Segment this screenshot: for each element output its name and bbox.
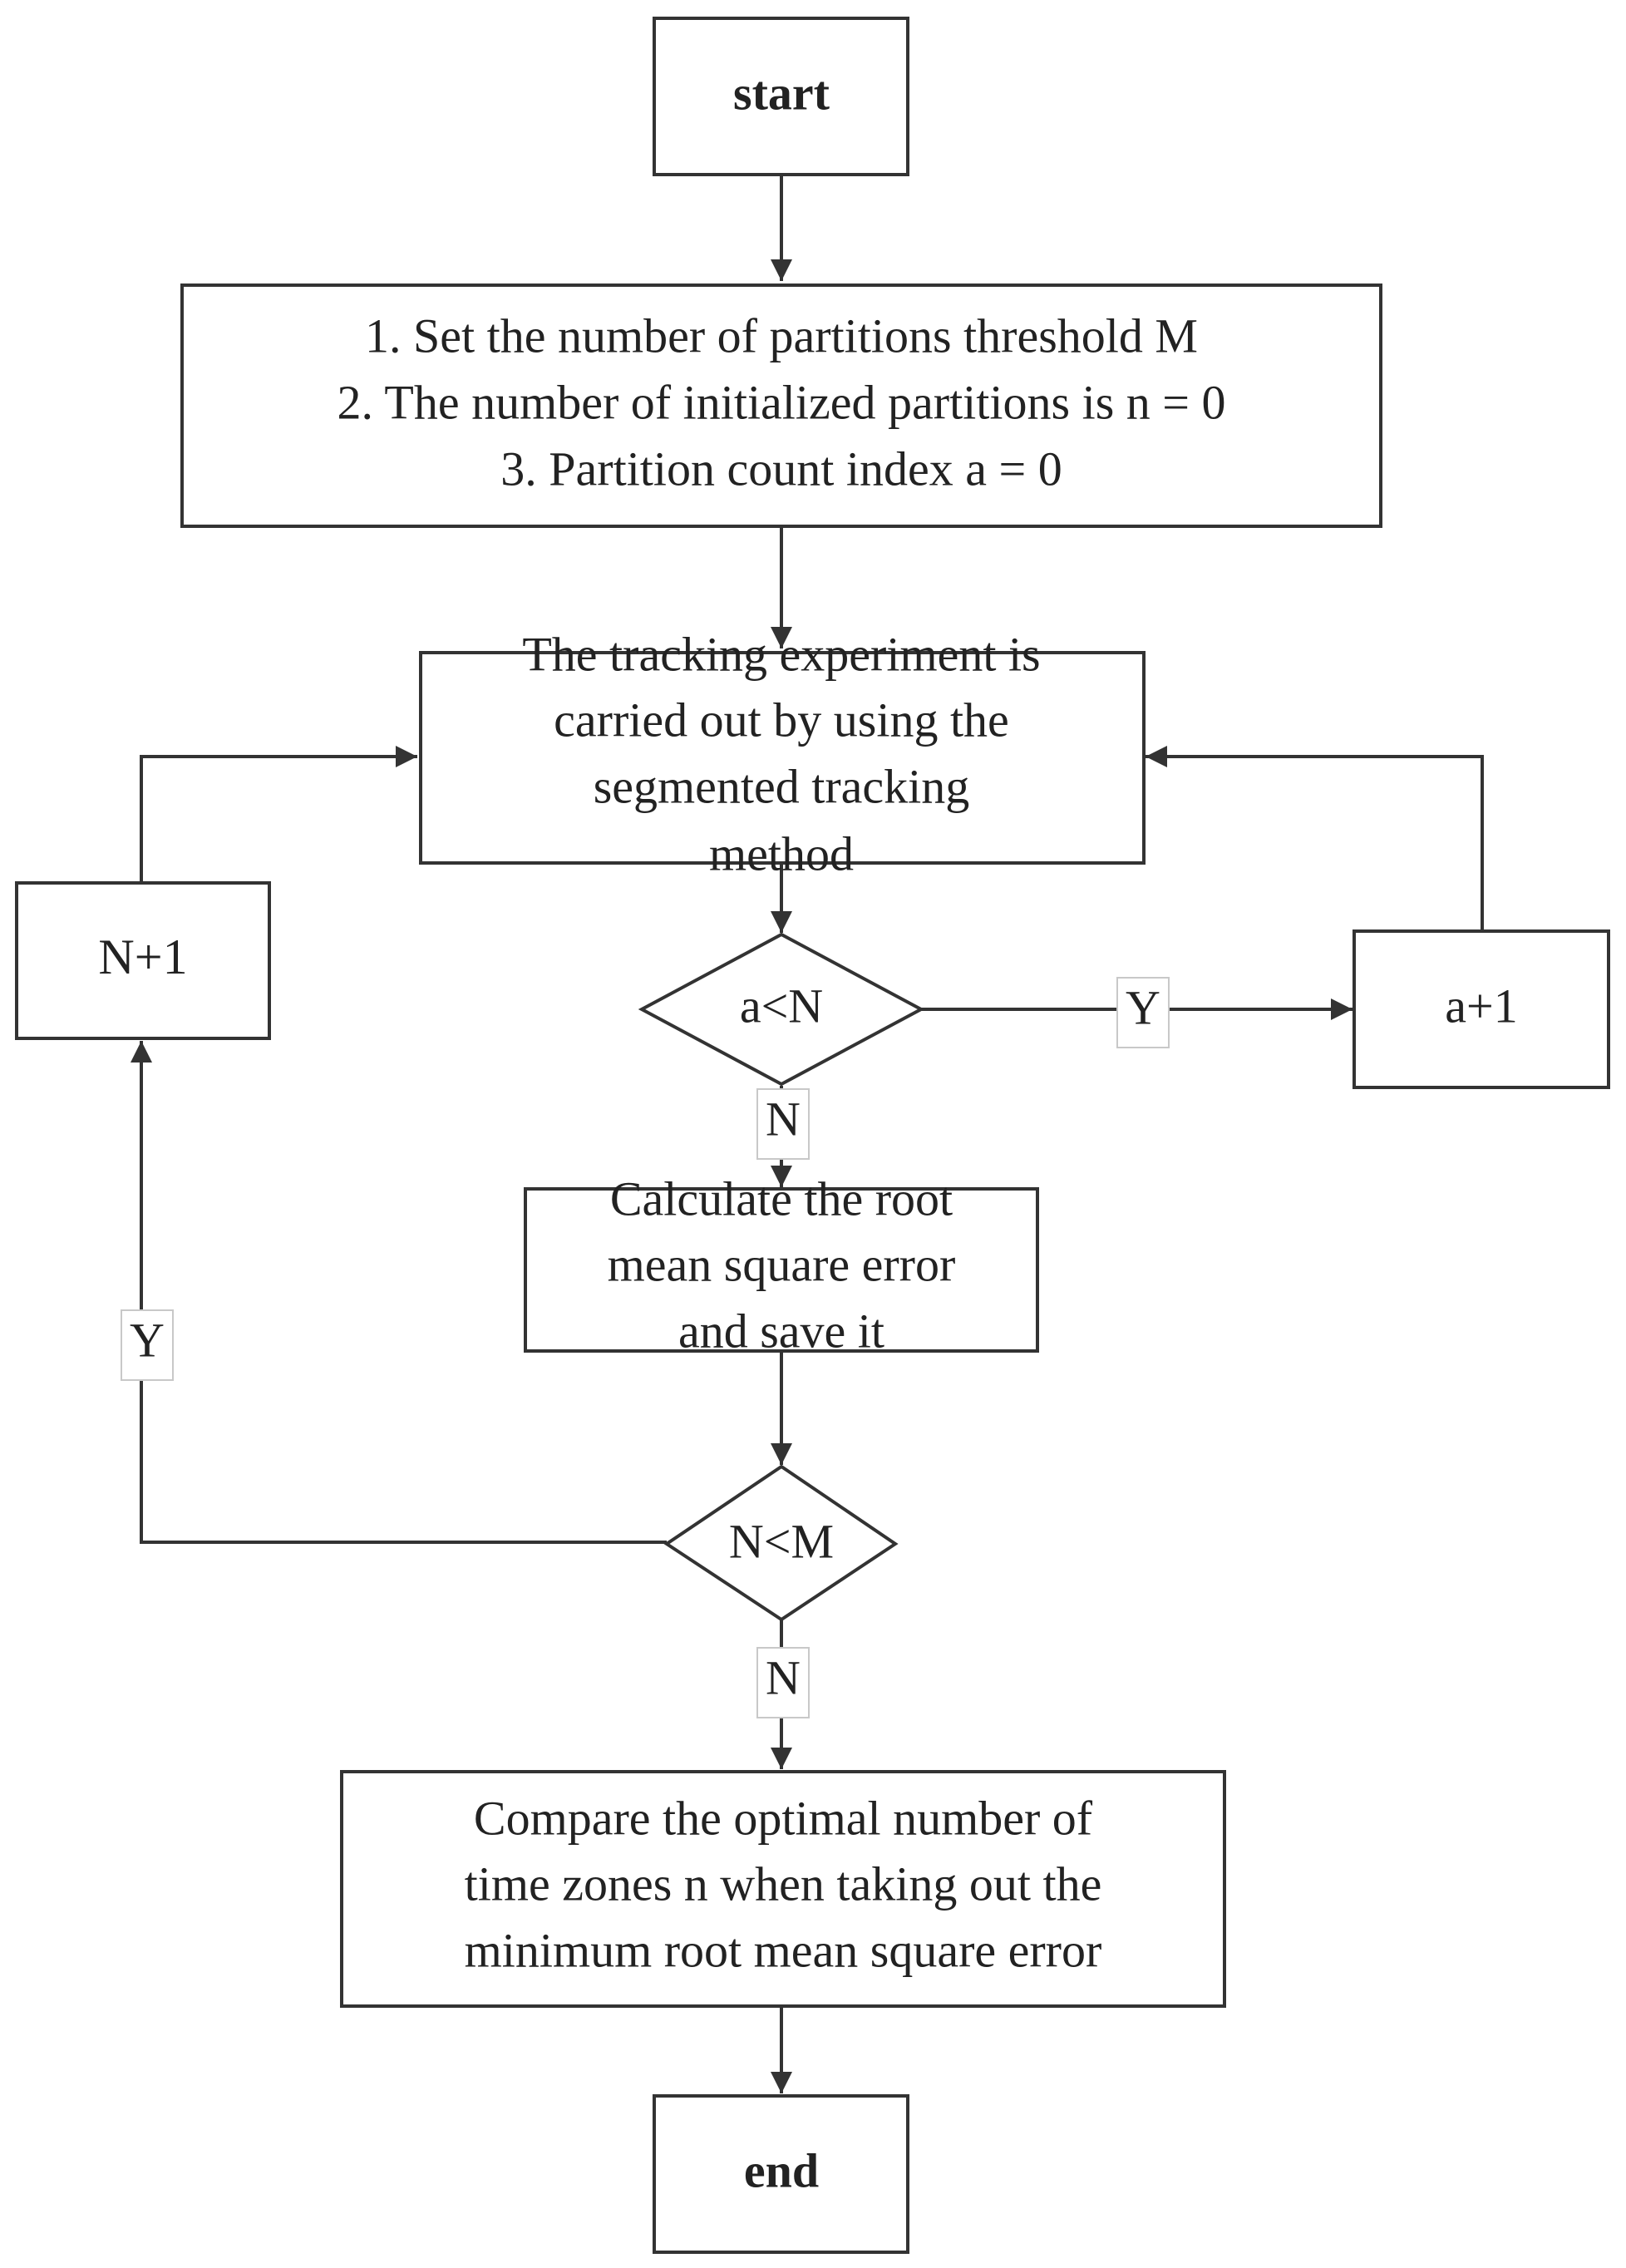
compare-node: Compare the optimal number of time zones… [340, 1770, 1226, 2008]
n-plus-1-label: N+1 [98, 929, 187, 984]
init-line-2: 2. The number of initialized partitions … [337, 375, 1225, 429]
edge-label-a-no: N [756, 1088, 810, 1160]
rmse-line-1: Calculate the root [610, 1171, 953, 1225]
start-node: start [653, 17, 909, 176]
n-plus-1-node: N+1 [15, 881, 271, 1040]
rmse-node: Calculate the root mean square error and… [524, 1171, 1039, 1358]
edge-label-a-yes: Y [1116, 977, 1170, 1048]
rmse-line-3: and save it [678, 1304, 884, 1358]
edge-label-a-no-text: N [766, 1092, 801, 1146]
end-node: end [653, 2094, 909, 2254]
track-line-3: segmented tracking [594, 759, 970, 813]
init-line-3: 3. Partition count index a = 0 [500, 441, 1062, 496]
decision-n-label: N<M [729, 1514, 834, 1568]
edge-decision-n-yes-to-n-plus-1 [131, 1041, 667, 1544]
end-label: end [744, 2143, 819, 2197]
decision-n-node: N<M [663, 1464, 899, 1622]
compare-line-1: Compare the optimal number of [474, 1791, 1093, 1845]
a-plus-1-label: a+1 [1445, 979, 1517, 1033]
compare-line-2: time zones n when taking out the [465, 1856, 1102, 1911]
edge-label-a-yes-text: Y [1126, 980, 1160, 1034]
track-node: The tracking experiment is carried out b… [419, 627, 1146, 880]
track-line-4: method [709, 826, 854, 880]
start-label: start [733, 66, 830, 120]
edge-a-plus-1-back-to-track [1146, 746, 1484, 931]
init-node: 1. Set the number of partitions threshol… [180, 284, 1382, 528]
edge-label-n-yes: Y [121, 1309, 174, 1381]
edge-label-n-no: N [756, 1647, 810, 1718]
decision-a-label: a<N [740, 979, 823, 1033]
track-line-2: carried out by using the [554, 693, 1009, 747]
init-line-1: 1. Set the number of partitions threshol… [365, 308, 1198, 362]
compare-line-3: minimum root mean square error [465, 1923, 1102, 1977]
edge-label-n-no-text: N [766, 1650, 801, 1704]
edge-label-n-yes-text: Y [130, 1313, 165, 1367]
edge-n-plus-1-back-to-track [140, 746, 417, 881]
decision-a-node: a<N [638, 932, 925, 1087]
track-line-1: The tracking experiment is [522, 627, 1040, 681]
a-plus-1-node: a+1 [1353, 929, 1610, 1089]
rmse-line-2: mean square error [608, 1237, 956, 1291]
